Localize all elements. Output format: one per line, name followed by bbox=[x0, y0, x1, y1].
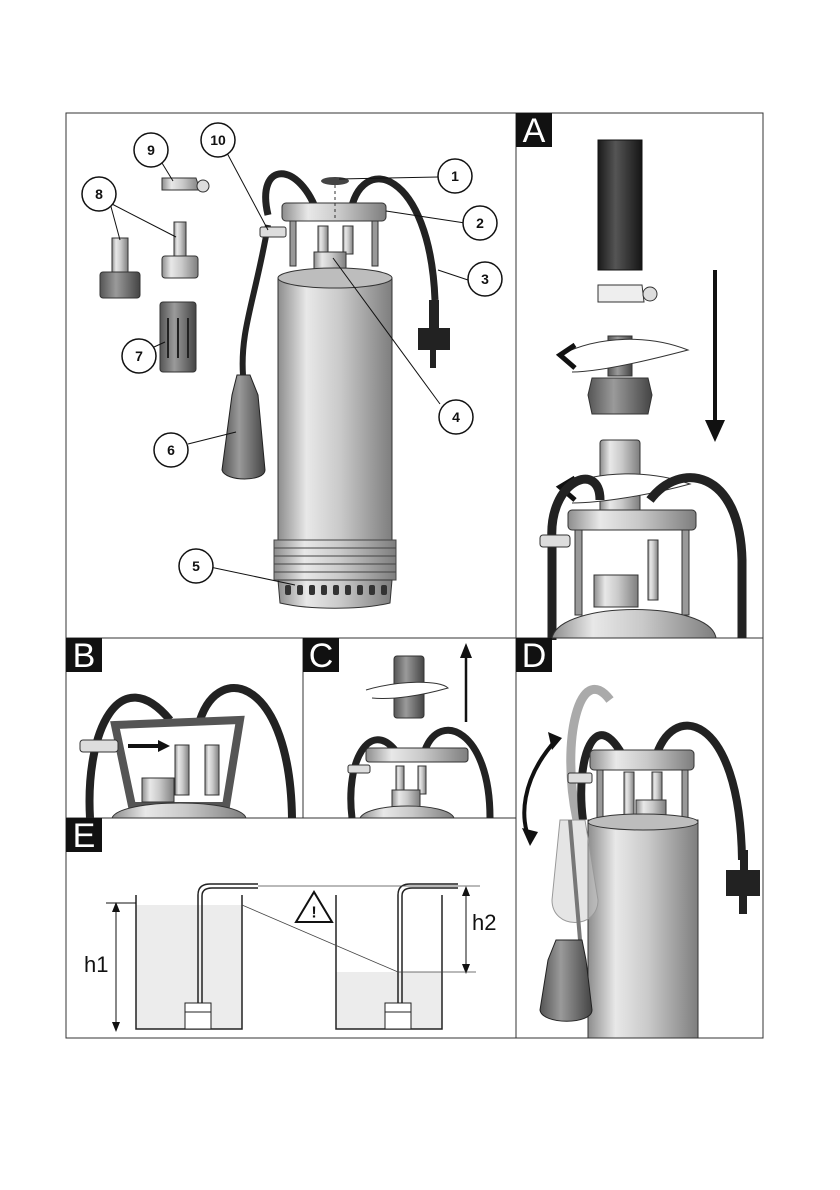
panel-a: A bbox=[516, 112, 742, 640]
panel-e: E h1 h2 ! bbox=[66, 817, 496, 1032]
level-h1-label: h1 bbox=[84, 952, 108, 977]
panel-e-label: E bbox=[73, 817, 96, 855]
svg-text:!: ! bbox=[311, 905, 316, 922]
level-h2-label: h2 bbox=[472, 910, 496, 935]
svg-text:2: 2 bbox=[476, 215, 484, 231]
callout-3: 3 bbox=[468, 262, 502, 296]
callout-2: 2 bbox=[463, 206, 497, 240]
svg-text:6: 6 bbox=[167, 442, 175, 458]
callout-4: 4 bbox=[439, 400, 473, 434]
svg-text:9: 9 bbox=[147, 142, 155, 158]
pump-overview-drawing bbox=[222, 174, 450, 609]
svg-text:8: 8 bbox=[95, 186, 103, 202]
callout-8: 8 bbox=[82, 177, 116, 211]
spare-parts-group bbox=[100, 178, 209, 372]
svg-text:7: 7 bbox=[135, 348, 143, 364]
panel-c-label: C bbox=[309, 637, 334, 675]
panel-b-label: B bbox=[73, 637, 96, 675]
callout-5: 5 bbox=[179, 549, 213, 583]
panel-d: D bbox=[516, 637, 760, 1038]
panel-d-label: D bbox=[522, 637, 547, 675]
svg-text:1: 1 bbox=[451, 168, 459, 184]
svg-text:10: 10 bbox=[210, 132, 226, 148]
svg-text:4: 4 bbox=[452, 409, 460, 425]
svg-text:3: 3 bbox=[481, 271, 489, 287]
panel-a-label: A bbox=[523, 112, 546, 150]
svg-text:5: 5 bbox=[192, 558, 200, 574]
callout-7: 7 bbox=[122, 339, 156, 373]
callout-1: 1 bbox=[438, 159, 472, 193]
callout-9: 9 bbox=[134, 133, 168, 167]
callout-6: 6 bbox=[154, 433, 188, 467]
panel-c: C bbox=[303, 637, 490, 818]
panel-b: B bbox=[66, 637, 292, 818]
warning-icon: ! bbox=[296, 892, 332, 922]
callout-10: 10 bbox=[201, 123, 235, 157]
